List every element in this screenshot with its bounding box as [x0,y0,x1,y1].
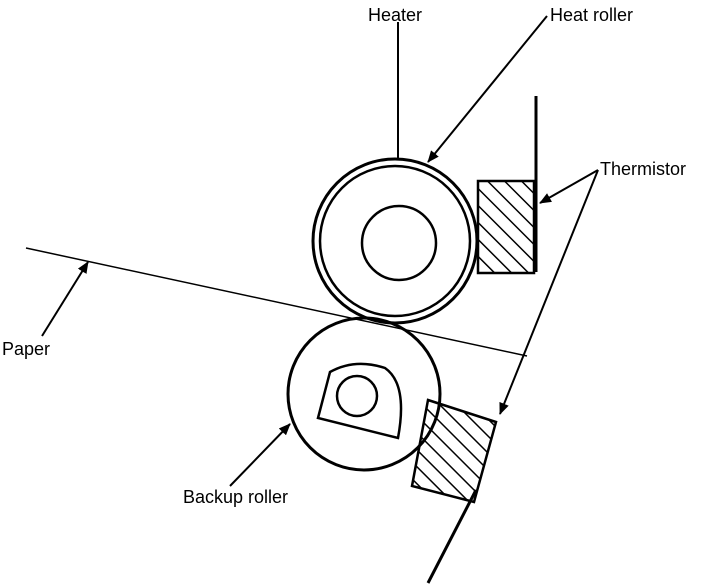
thermistor-label: Thermistor [600,159,687,179]
heater [360,204,438,282]
lower-thermistor [410,398,498,584]
paper-line [25,247,528,357]
heat-roller-label: Heat roller [550,5,634,25]
backup-roller-leader [229,423,291,487]
paper-label: Paper [2,339,51,359]
upper-thermistor [476,96,538,275]
backup-roller-label: Backup roller [183,487,289,507]
paper-leader [41,261,89,337]
backup-roller-shaft [316,362,403,440]
thermistor-leader-upper [539,169,599,204]
thermistor-leader-lower [499,169,599,415]
heater-label: Heater [368,5,423,25]
heat-roller-leader [427,15,548,163]
backup-roller [286,316,442,472]
heat-roller [311,157,479,325]
